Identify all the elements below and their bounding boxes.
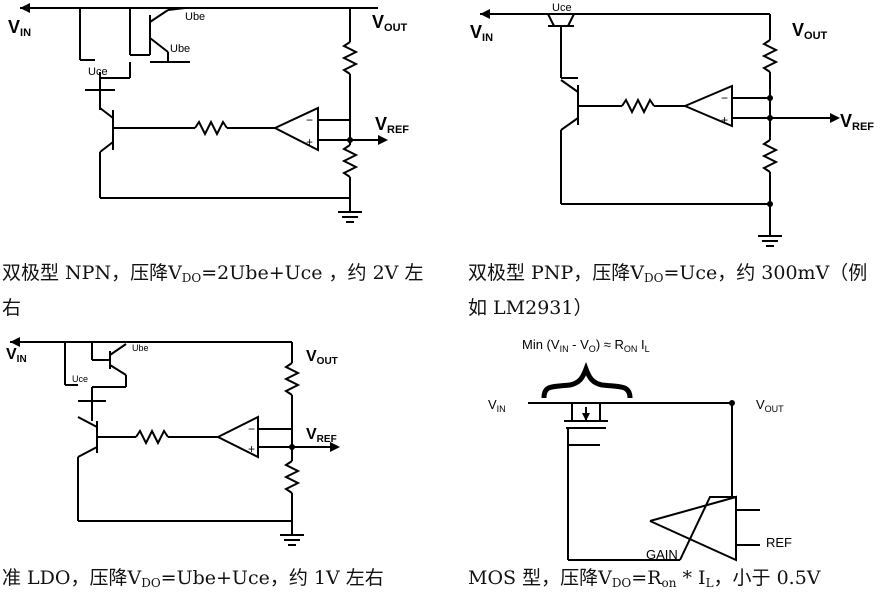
vin-label: VIN bbox=[488, 397, 506, 414]
opamp-plus: + bbox=[248, 442, 255, 456]
opamp-plus: + bbox=[721, 113, 728, 127]
quasi-schematic: VIN VOUT VREF Ube Uce − + bbox=[6, 337, 340, 546]
dropout-formula: Min (VIN - VO) ≈ RON IL bbox=[522, 337, 650, 354]
vin-label: VIN bbox=[6, 346, 27, 365]
opamp-minus: − bbox=[721, 91, 728, 105]
opamp-plus: + bbox=[306, 135, 313, 149]
vref-label: VREF bbox=[375, 114, 409, 136]
vout-label: VOUT bbox=[306, 348, 338, 367]
npn-schematic: VIN VOUT VREF Ube Ube Uce − + bbox=[8, 3, 409, 223]
mos-schematic: Min (VIN - VO) ≈ RON IL VIN VOUT REF GAI… bbox=[488, 337, 792, 562]
ref-label: REF bbox=[766, 535, 792, 550]
gain-label: GAIN bbox=[646, 547, 678, 562]
vref-arrow bbox=[378, 135, 388, 145]
brace bbox=[541, 361, 633, 399]
pnp-caption: 双极型 PNP，压降VDO=Uce，约 300mV（例 如 LM2931） bbox=[468, 262, 868, 319]
pnp-schematic: VIN VOUT VREF Uce − + bbox=[470, 2, 874, 247]
vref-label: VREF bbox=[840, 111, 874, 133]
uce-label: Uce bbox=[552, 2, 572, 14]
uce-label: Uce bbox=[88, 66, 108, 78]
ube-label-1: Ube bbox=[185, 11, 205, 23]
ube-label: Ube bbox=[132, 343, 149, 353]
npn-caption: 双极型 NPN，压降VDO=2Ube+Uce ，约 2V 左 右 bbox=[2, 262, 424, 319]
uce-label: Uce bbox=[72, 374, 88, 384]
vout-label: VOUT bbox=[372, 12, 408, 34]
vref-label: VREF bbox=[306, 426, 337, 445]
vin-label: VIN bbox=[8, 17, 31, 39]
ube-label-2: Ube bbox=[170, 43, 190, 55]
quasi-ldo-diagram: VIN VOUT VREF Ube Uce − + 准 LDO，压降VDO=Ub… bbox=[0, 325, 440, 598]
pnp-ldo-diagram: VIN VOUT VREF Uce − + 双极型 PNP，压降VDO=Uce，… bbox=[440, 0, 885, 319]
opamp-minus: − bbox=[306, 113, 313, 127]
npn-ldo-diagram: VIN VOUT VREF Ube Ube Uce − + 双极型 NPN，压降… bbox=[0, 0, 440, 319]
vin-label: VIN bbox=[470, 22, 493, 44]
mos-caption: MOS 型，压降VDO=Ron * IL，小于 0.5V bbox=[468, 567, 821, 590]
mos-ldo-diagram: Min (VIN - VO) ≈ RON IL VIN VOUT REF GAI… bbox=[440, 325, 885, 598]
vout-label: VOUT bbox=[792, 20, 828, 42]
vin-arrow bbox=[20, 3, 30, 13]
vout-label: VOUT bbox=[756, 397, 784, 414]
opamp-minus: − bbox=[248, 422, 255, 436]
quasi-caption: 准 LDO，压降VDO=Ube+Uce，约 1V 左右 bbox=[2, 567, 384, 590]
